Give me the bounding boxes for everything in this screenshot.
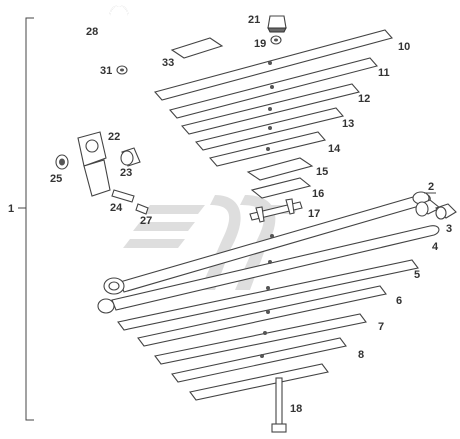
watermark-bar-3: [123, 239, 185, 248]
label-part-13: 13: [342, 118, 354, 130]
watermark-logo: [123, 195, 300, 290]
main-leaf-4: [97, 225, 440, 314]
washer-25: [55, 154, 69, 170]
label-part-33: 33: [162, 57, 174, 69]
label-part-15: 15: [316, 166, 328, 178]
leaf-6: [137, 285, 387, 347]
bolt-27: [135, 203, 149, 215]
label-part-17: 17: [308, 208, 320, 220]
pad-16: [250, 177, 312, 199]
label-part-23: 23: [120, 167, 132, 179]
label-part-7: 7: [378, 321, 384, 333]
label-part-16: 16: [312, 188, 324, 200]
watermark-bar-2: [133, 222, 195, 231]
bushing-3: [434, 203, 457, 220]
watermark-swoosh-1: [200, 195, 241, 290]
pin-24: [111, 189, 135, 203]
plate-33: [170, 37, 224, 59]
label-part-31: 31: [100, 65, 112, 77]
leaf-10: [154, 29, 393, 101]
label-part-19: 19: [254, 38, 266, 50]
label-part-12: 12: [358, 93, 370, 105]
watermark-bar-1: [143, 205, 205, 214]
leaf-7: [154, 313, 367, 365]
leaf-9: [189, 363, 329, 401]
pad-15: [246, 157, 314, 181]
label-part-25: 25: [50, 173, 62, 185]
label-part-3: 3: [446, 223, 452, 235]
u-bolt-28: [109, 4, 129, 55]
label-part-10: 10: [398, 41, 410, 53]
center-bolt-18: [271, 377, 287, 433]
leaf-8: [171, 337, 347, 383]
label-part-11: 11: [378, 67, 390, 79]
clip-17: [249, 198, 303, 223]
label-part-2: 2: [428, 181, 434, 193]
watermark-swoosh-2: [235, 195, 276, 290]
bushing-23: [120, 147, 141, 167]
label-part-8: 8: [358, 349, 364, 361]
label-part-6: 6: [396, 295, 402, 307]
label-part-22: 22: [108, 131, 120, 143]
shackle-22: [77, 131, 111, 197]
leaf-5: [117, 259, 419, 331]
nut-31: [116, 65, 128, 75]
cap-21: [267, 15, 287, 33]
label-part-5: 5: [414, 269, 420, 281]
label-part-21: 21: [248, 14, 260, 26]
nut-19: [270, 35, 282, 45]
label-part-1: 1: [8, 203, 14, 215]
label-part-24: 24: [110, 202, 123, 214]
assembly-bracket: [25, 17, 34, 421]
label-part-14: 14: [328, 143, 341, 155]
label-part-27: 27: [140, 215, 152, 227]
label-part-18: 18: [290, 403, 302, 415]
label-part-28: 28: [86, 26, 98, 38]
label-part-4: 4: [432, 241, 439, 253]
